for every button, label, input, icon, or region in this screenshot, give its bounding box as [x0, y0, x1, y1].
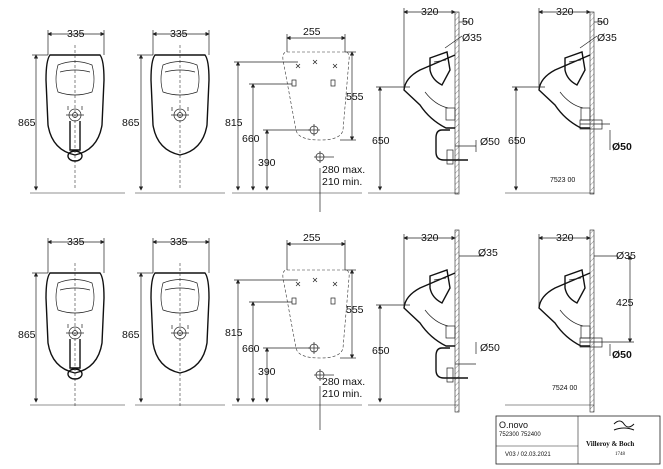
- dim-425: 425: [616, 297, 634, 309]
- dim-320: 320: [421, 232, 439, 244]
- dim-865: 865: [18, 117, 36, 129]
- side-view-siphon: [403, 229, 477, 413]
- product-name: O.novo: [499, 420, 528, 430]
- dim-50: 50: [597, 16, 609, 28]
- dim-865: 865: [122, 329, 140, 341]
- dim-diam-35: Ø35: [616, 250, 636, 262]
- dim-555: 555: [346, 91, 364, 103]
- top-row: 335 865 335 865 255 815 660 390 555 280 …: [18, 6, 632, 213]
- dim-865: 865: [18, 329, 36, 341]
- dim-255: 255: [303, 26, 321, 38]
- article-code-top: 7523 00: [550, 177, 575, 184]
- dim-diam-50: Ø50: [480, 136, 500, 148]
- dim-diam-35: Ø35: [597, 32, 617, 44]
- dim-280-max: 280 max.: [322, 376, 365, 388]
- title-block: O.novo 752300 752400 V03 / 02.03.2021 Vi…: [495, 415, 661, 465]
- dim-815: 815: [225, 117, 243, 129]
- bottom-row: 335 865 335 865 255 815 660 390 555 280 …: [18, 229, 636, 431]
- dim-diam-35: Ø35: [462, 32, 482, 44]
- dim-390: 390: [258, 366, 276, 378]
- rear-installation-view: [282, 269, 350, 431]
- dim-320: 320: [421, 6, 439, 18]
- dim-210-min: 210 min.: [322, 388, 362, 400]
- dim-335: 335: [67, 28, 85, 40]
- article-numbers: 752300 752400: [499, 432, 541, 438]
- dim-815: 815: [225, 327, 243, 339]
- dim-320: 320: [556, 232, 574, 244]
- brand-name: Villeroy & Boch: [586, 440, 634, 448]
- dim-335: 335: [170, 236, 188, 248]
- dim-660: 660: [242, 343, 260, 355]
- rear-installation-view: [282, 51, 350, 213]
- dim-335: 335: [67, 236, 85, 248]
- dim-320: 320: [556, 6, 574, 18]
- dim-335: 335: [170, 28, 188, 40]
- dim-650: 650: [372, 345, 390, 357]
- front-view-siphon: [45, 262, 105, 409]
- dim-390: 390: [258, 157, 276, 169]
- dim-660: 660: [242, 133, 260, 145]
- dim-210-min: 210 min.: [322, 176, 362, 188]
- dim-255: 255: [303, 232, 321, 244]
- brand-logo: Villeroy & Boch 1748: [586, 420, 635, 457]
- dim-50: 50: [462, 16, 474, 28]
- dim-diam-50: Ø50: [480, 342, 500, 354]
- dim-650: 650: [508, 135, 526, 147]
- dim-555: 555: [346, 304, 364, 316]
- dim-diam-35: Ø35: [478, 247, 498, 259]
- dim-280-max: 280 max.: [322, 164, 365, 176]
- version-date: V03 / 02.03.2021: [505, 452, 551, 458]
- dim-650: 650: [372, 135, 390, 147]
- front-view: [150, 262, 210, 409]
- article-code-bottom: 7524 00: [552, 385, 577, 392]
- front-view: [150, 44, 210, 191]
- dim-diam-50: Ø50: [612, 141, 632, 153]
- brand-year: 1748: [615, 452, 626, 457]
- front-view-siphon: [45, 44, 105, 191]
- dim-diam-50: Ø50: [612, 349, 632, 361]
- dim-865: 865: [122, 117, 140, 129]
